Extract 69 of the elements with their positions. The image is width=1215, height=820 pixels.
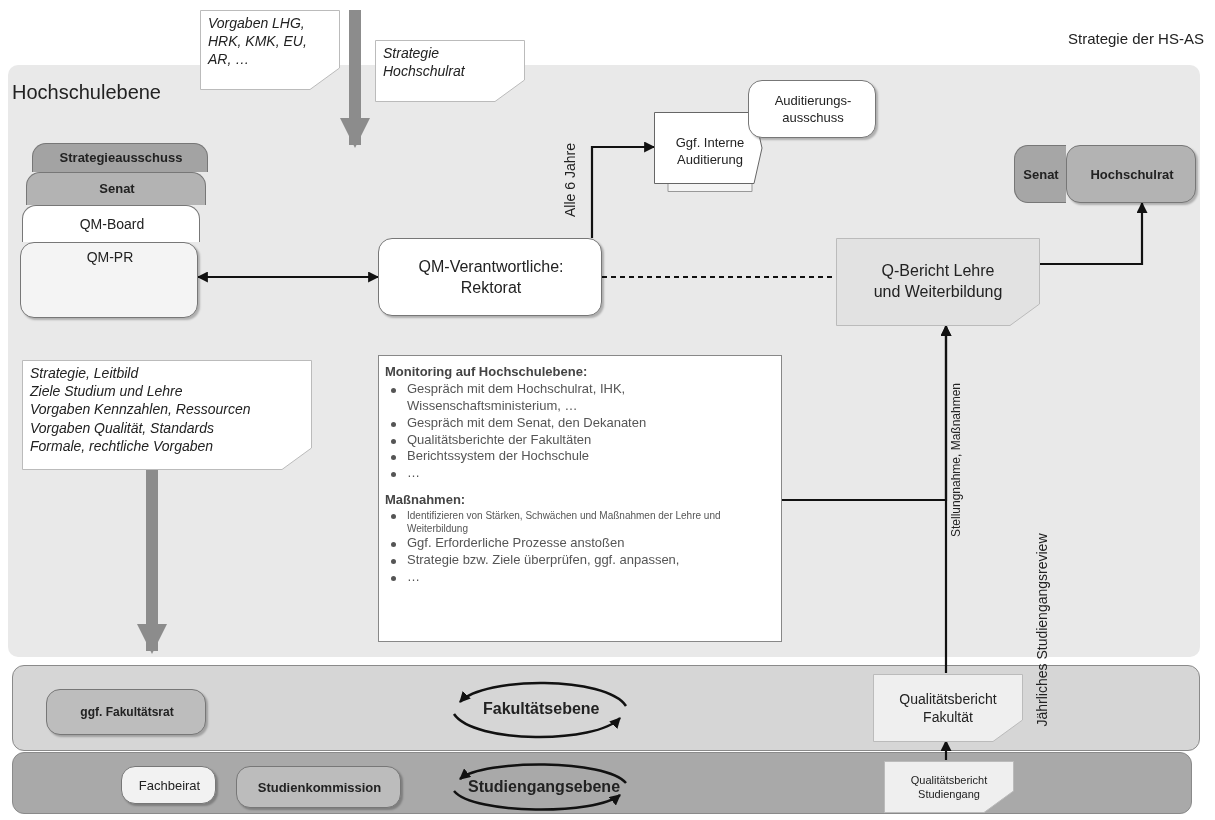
committee-card (20, 242, 198, 318)
box-label: QM-PR (86, 248, 134, 267)
block-arrow (340, 10, 370, 148)
arrow (782, 324, 952, 502)
box-label: Strategie Hochschulrat (383, 44, 466, 81)
monitoring-box (378, 355, 782, 642)
box-label: Qualitätsbericht Fakultät (898, 689, 998, 727)
bullet-text: Gespräch mit dem Senat, den Dekanaten (407, 414, 648, 432)
process-box (378, 238, 602, 316)
block-arrow (137, 470, 167, 654)
process-box (654, 112, 766, 192)
report-document (873, 674, 1023, 742)
box-label: Studienkommission (257, 779, 382, 797)
committee-card (26, 172, 206, 205)
arrow (1040, 201, 1148, 266)
box-label: QM-Verantwortliche: Rektorat (417, 257, 565, 298)
note-card (200, 10, 340, 90)
level-band (12, 752, 1192, 814)
committee-box (1066, 145, 1196, 203)
box-label: Ggf. Interne Auditierung (674, 135, 746, 169)
committee-box (748, 80, 876, 138)
box-label: Ziele Studium und Lehre (30, 382, 183, 401)
arrow (940, 739, 952, 760)
bullet-text: Gespräch mit dem Hochschulrat, IHK, Wissenschaftsministerium, … (407, 380, 627, 415)
level-title: Studiengangsebene (468, 777, 621, 797)
box-label: Fachbeirat (138, 777, 201, 795)
bullet-text: Qualitätsberichte der Fakultäten (407, 431, 593, 449)
committee-card (22, 205, 200, 242)
level-panel (8, 65, 1200, 657)
box-label: Strategie, Leitbild (30, 364, 139, 383)
report-document (884, 761, 1014, 813)
level-band (12, 665, 1200, 751)
report-document (836, 238, 1040, 326)
committee-box (121, 766, 216, 804)
box-label: Auditierungs-ausschuss (773, 93, 853, 127)
committee-card (32, 143, 208, 172)
note-card (22, 360, 312, 470)
box-label: Q-Bericht Lehre und Weiterbildung (872, 261, 1004, 302)
note-card (375, 40, 525, 102)
committee-box (236, 766, 401, 808)
box-label: Strategieausschuss (59, 150, 183, 167)
note-label: Strategie der HS-AS (1068, 30, 1204, 47)
box-label: Formale, rechtliche Vorgaben (30, 436, 214, 455)
bullet-text: Strategie bzw. Ziele überprüfen, ggf. anpassen, (407, 552, 681, 569)
arrow (590, 141, 656, 238)
bullet-text: Identifizieren von Stärken, Schwächen und Maßnahmen der Lehre und Weiterbildung (407, 509, 722, 536)
bullet-text: Ggf. Erforderliche Prozesse anstoßen (407, 535, 626, 552)
bullet-text: … (407, 568, 421, 586)
heading-text: Maßnahmen: (385, 492, 466, 510)
box-label: Senat (1023, 166, 1059, 184)
arrow (196, 271, 380, 283)
edge-label: Stellungnahme, Maßnahmen (949, 381, 963, 539)
box-label: Qualitätsbericht Studiengang (909, 772, 989, 802)
box-label: Hochschulrat (1090, 166, 1174, 184)
box-label: Senat (99, 181, 135, 198)
box-label: Vorgaben Qualität, Standards (30, 418, 214, 437)
note-label: Jährliches Studiengangsreview (1034, 533, 1050, 727)
committee-box (46, 689, 206, 735)
edge-label: Alle 6 Jahre (562, 142, 578, 218)
heading-text: Monitoring auf Hochschulebene: (385, 364, 588, 381)
box-label: Vorgaben Kennzahlen, Ressourcen (30, 400, 251, 419)
bullet-text: Berichtssystem der Hochschule (407, 448, 591, 466)
box-label: QM-Board (79, 215, 145, 234)
committee-box (1014, 145, 1066, 203)
bullet-text: … (407, 465, 421, 483)
box-label: Vorgaben LHG, HRK, KMK, EU, AR, … (208, 14, 308, 69)
box-label: ggf. Fakultätsrat (80, 705, 174, 721)
level-title: Hochschulebene (12, 80, 161, 105)
level-title: Fakultätsebene (483, 699, 600, 719)
